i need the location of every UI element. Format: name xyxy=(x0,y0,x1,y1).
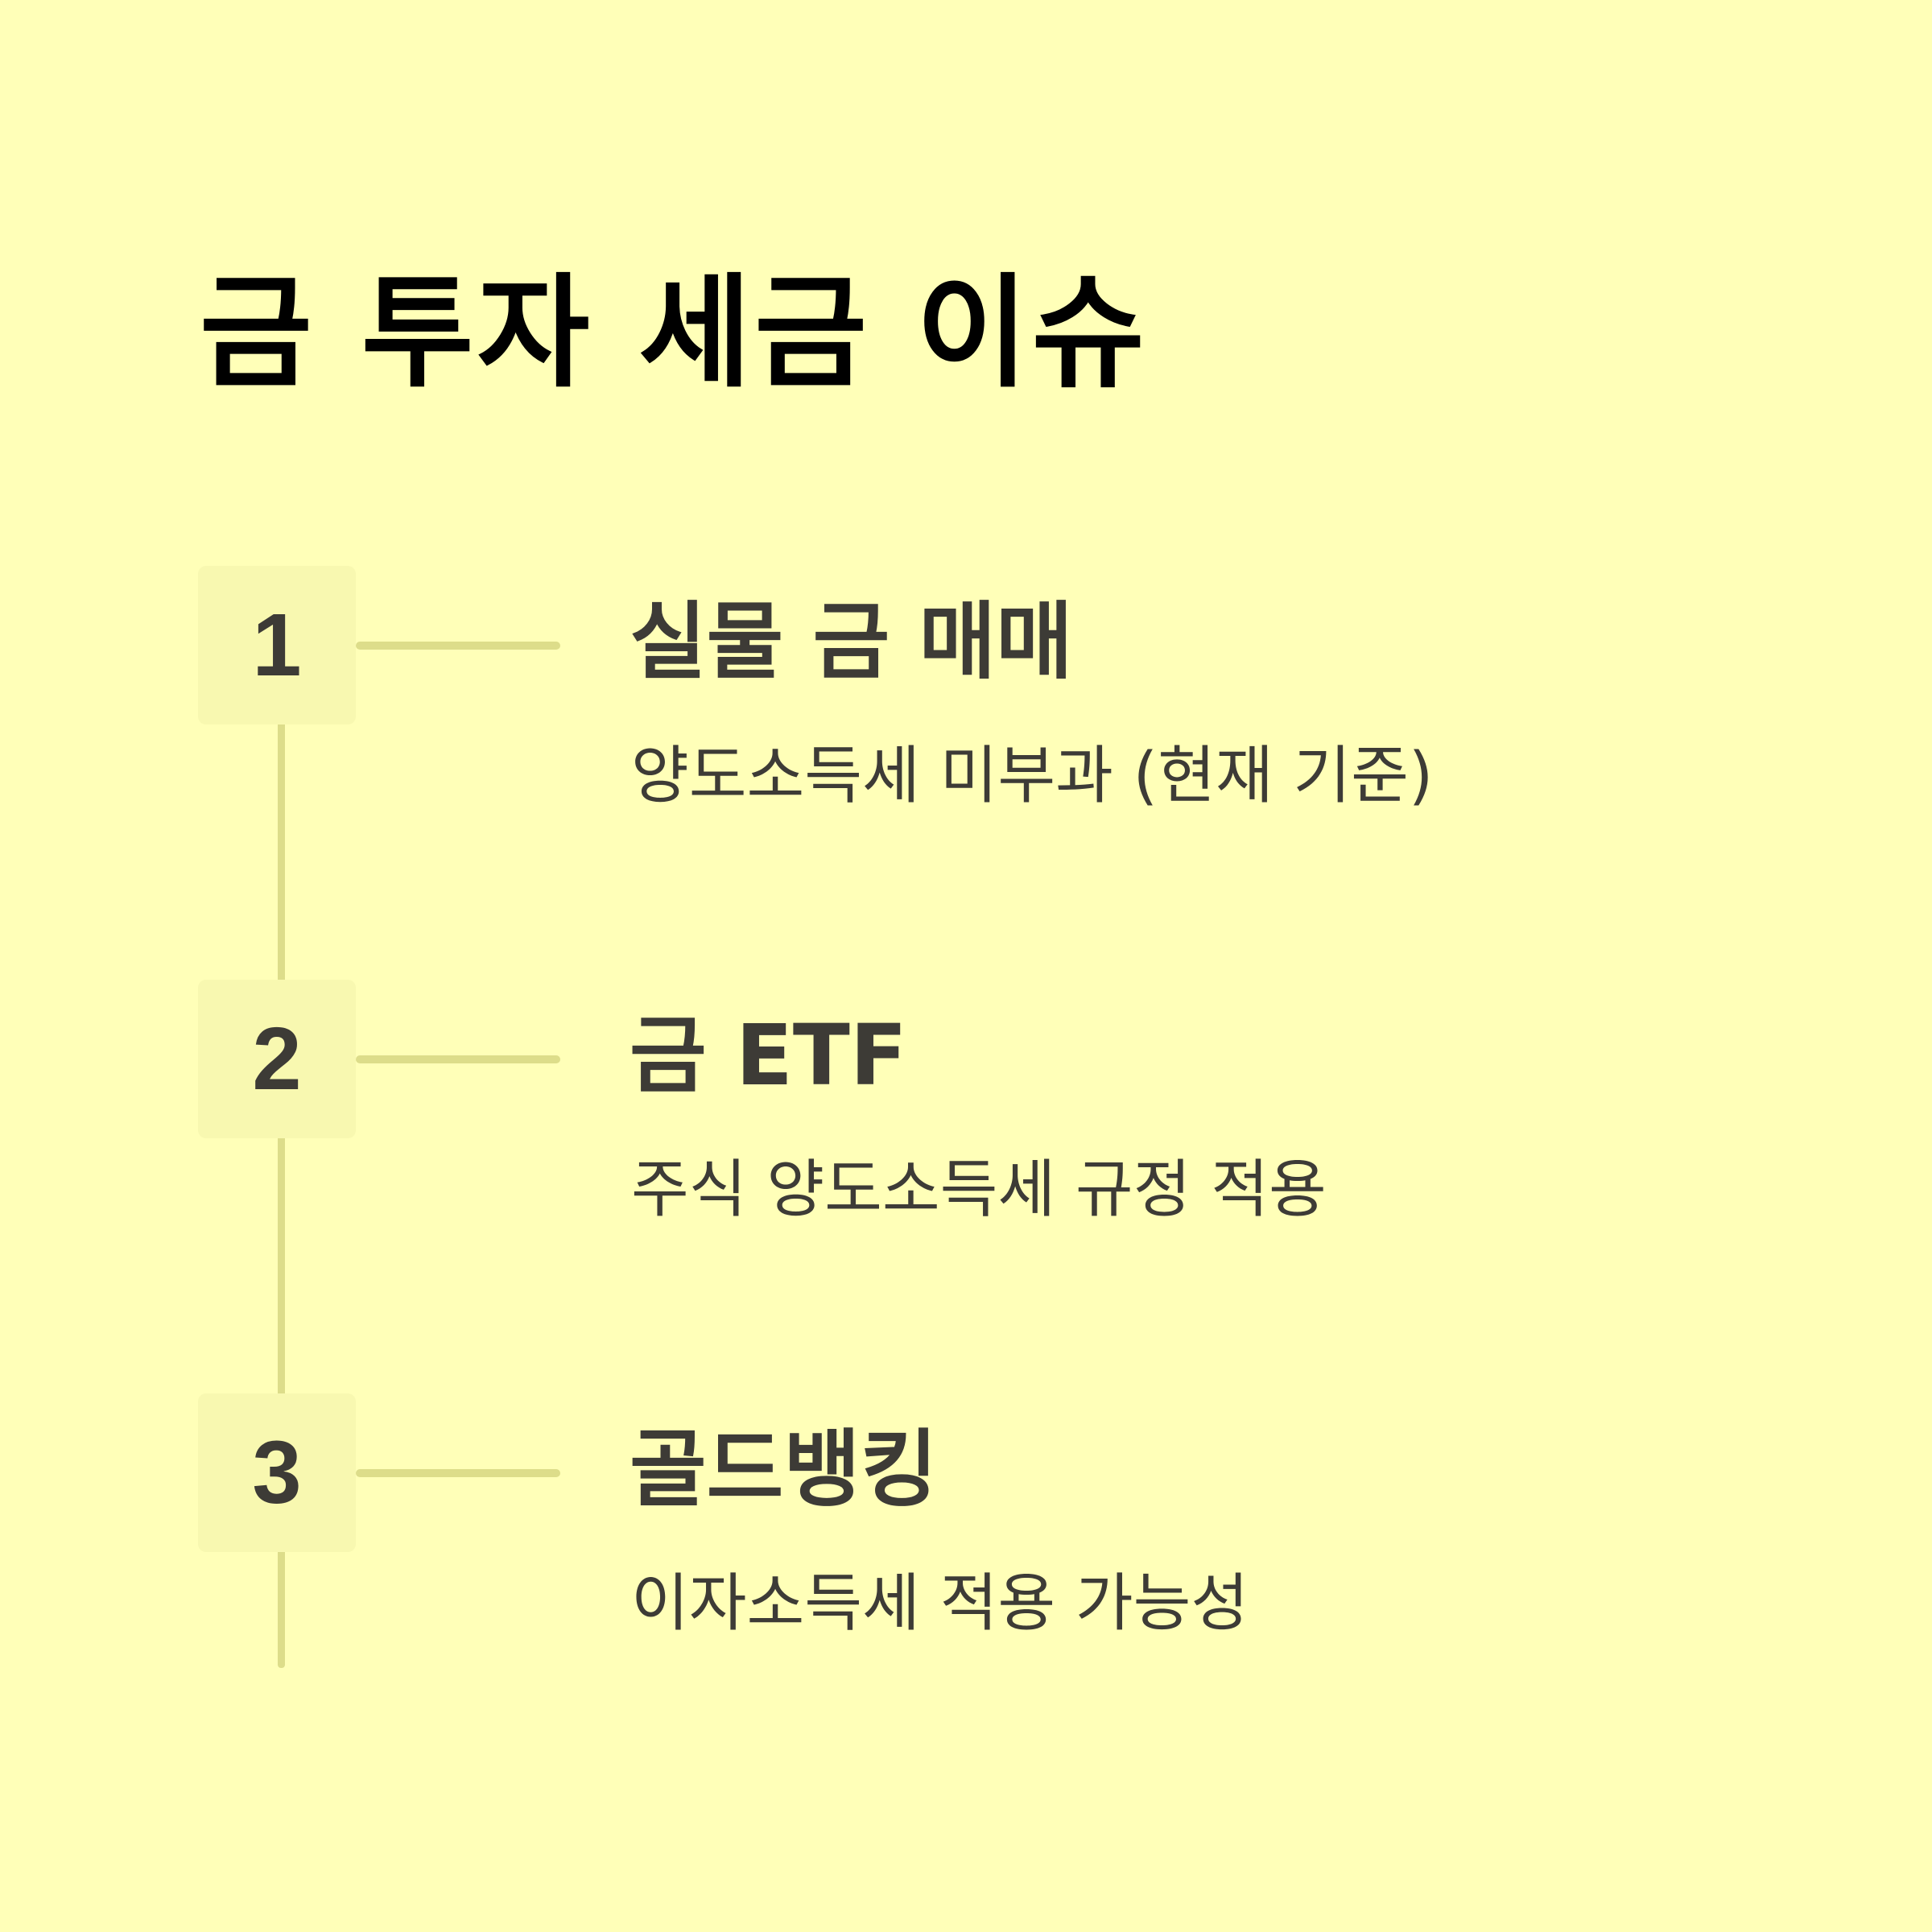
step-description: 이자소득세 적용 가능성 xyxy=(631,1567,1249,1640)
step-number: 2 xyxy=(252,1009,302,1108)
step-number-badge: 1 xyxy=(198,566,356,724)
step-physical-gold: 1 실물 금 매매 양도소득세 미부과 (현재 기준) xyxy=(0,566,1932,904)
step-gold-etf: 2 금 ETF 주식 양도소득세 규정 적용 xyxy=(0,980,1932,1318)
step-connector xyxy=(356,642,560,650)
step-number: 3 xyxy=(252,1422,302,1522)
step-number-badge: 3 xyxy=(198,1393,356,1552)
step-number: 1 xyxy=(252,595,302,695)
page-title: 금 투자 세금 이슈 xyxy=(200,262,1148,404)
step-connector xyxy=(356,1469,560,1477)
step-gold-banking: 3 골드뱅킹 이자소득세 적용 가능성 xyxy=(0,1393,1932,1732)
step-title: 실물 금 매매 xyxy=(630,592,1073,691)
step-description: 양도소득세 미부과 (현재 기준) xyxy=(631,740,1434,812)
step-title: 골드뱅킹 xyxy=(630,1420,938,1518)
step-title: 금 ETF xyxy=(630,1006,907,1104)
step-description: 주식 양도소득세 규정 적용 xyxy=(631,1154,1327,1226)
step-number-badge: 2 xyxy=(198,980,356,1138)
step-connector xyxy=(356,1055,560,1063)
